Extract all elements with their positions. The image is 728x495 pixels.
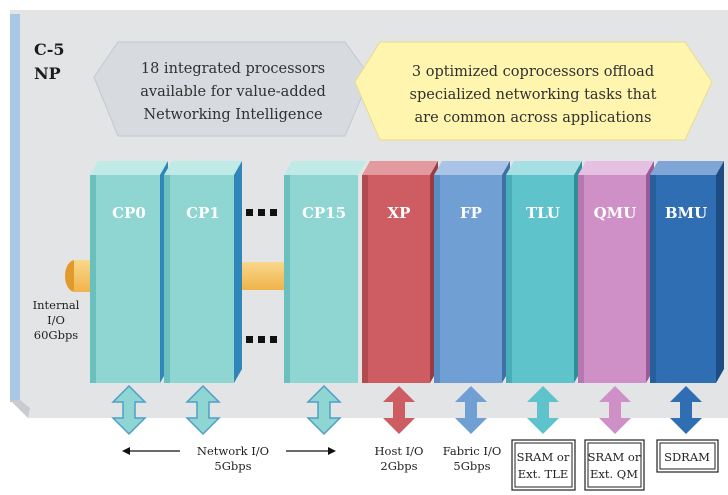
callout-left-line2: available for value-added <box>140 84 326 100</box>
sram-tle-line2: Ext. TLE <box>518 467 569 481</box>
qmu-block: QMU <box>578 161 654 383</box>
callout-right-line1: 3 optimized coprocessors offload <box>412 64 654 80</box>
arrow-xp <box>383 386 415 434</box>
arrow-cp0 <box>111 384 147 436</box>
chip-left-band <box>10 14 20 402</box>
network-io-line2: 5Gbps <box>214 459 251 473</box>
tlu-block: TLU <box>506 161 582 383</box>
callout-left-line1: 18 integrated processors <box>141 61 325 77</box>
xp-label: XP <box>388 204 411 222</box>
callout-right-line2: specialized networking tasks that <box>410 87 657 103</box>
sram-qm-box: SRAM or Ext. QM <box>584 439 645 491</box>
callout-right: 3 optimized coprocessors offload special… <box>354 41 713 141</box>
arrow-cp15 <box>306 384 342 436</box>
internal-io-line1: Internal <box>33 298 80 312</box>
callout-left: 18 integrated processors available for v… <box>93 41 371 137</box>
sram-tle-box: SRAM or Ext. TLE <box>511 439 576 491</box>
chip-title-line2: NP <box>34 64 61 83</box>
sram-qm-line1: SRAM or <box>588 450 641 464</box>
fabric-io-line2: 5Gbps <box>453 459 490 473</box>
bmu-label: BMU <box>665 204 707 222</box>
cp15-label: CP15 <box>302 204 346 222</box>
cp0-block: CP0 <box>90 161 168 383</box>
arrow-cp1 <box>185 384 221 436</box>
arrow-fp <box>455 386 487 434</box>
callout-left-line3: Networking Intelligence <box>143 107 322 123</box>
fp-label: FP <box>460 204 482 222</box>
ellipsis-bottom <box>246 336 277 343</box>
cp15-block: CP15 <box>284 161 366 383</box>
sram-tle-line1: SRAM or <box>517 450 570 464</box>
cp1-label: CP1 <box>186 204 220 222</box>
sdram-box: SDRAM <box>656 439 719 473</box>
network-io-span <box>122 447 336 455</box>
cp0-label: CP0 <box>112 204 146 222</box>
xp-block: XP <box>362 161 438 383</box>
internal-io-line3: 60Gbps <box>34 328 79 342</box>
host-io-line1: Host I/O <box>375 444 424 458</box>
fp-block: FP <box>434 161 510 383</box>
chip-title-line1: C-5 <box>34 40 65 59</box>
arrow-bmu <box>670 386 702 434</box>
sram-qm-line2: Ext. QM <box>590 467 638 481</box>
ellipsis-top <box>246 209 277 216</box>
qmu-label: QMU <box>594 204 637 222</box>
fabric-io-line1: Fabric I/O <box>443 444 502 458</box>
cp1-block: CP1 <box>164 161 242 383</box>
host-io-line2: 2Gbps <box>380 459 417 473</box>
arrow-tlu <box>527 386 559 434</box>
bmu-block: BMU <box>650 161 724 383</box>
sdram-label: SDRAM <box>664 450 710 464</box>
arrow-qmu <box>599 386 631 434</box>
internal-io-label: Internal I/O 60Gbps <box>33 298 80 342</box>
internal-io-line2: I/O <box>47 313 65 327</box>
tlu-label: TLU <box>526 204 560 222</box>
network-io-line1: Network I/O <box>197 444 269 458</box>
callout-right-line3: are common across applications <box>415 110 652 126</box>
